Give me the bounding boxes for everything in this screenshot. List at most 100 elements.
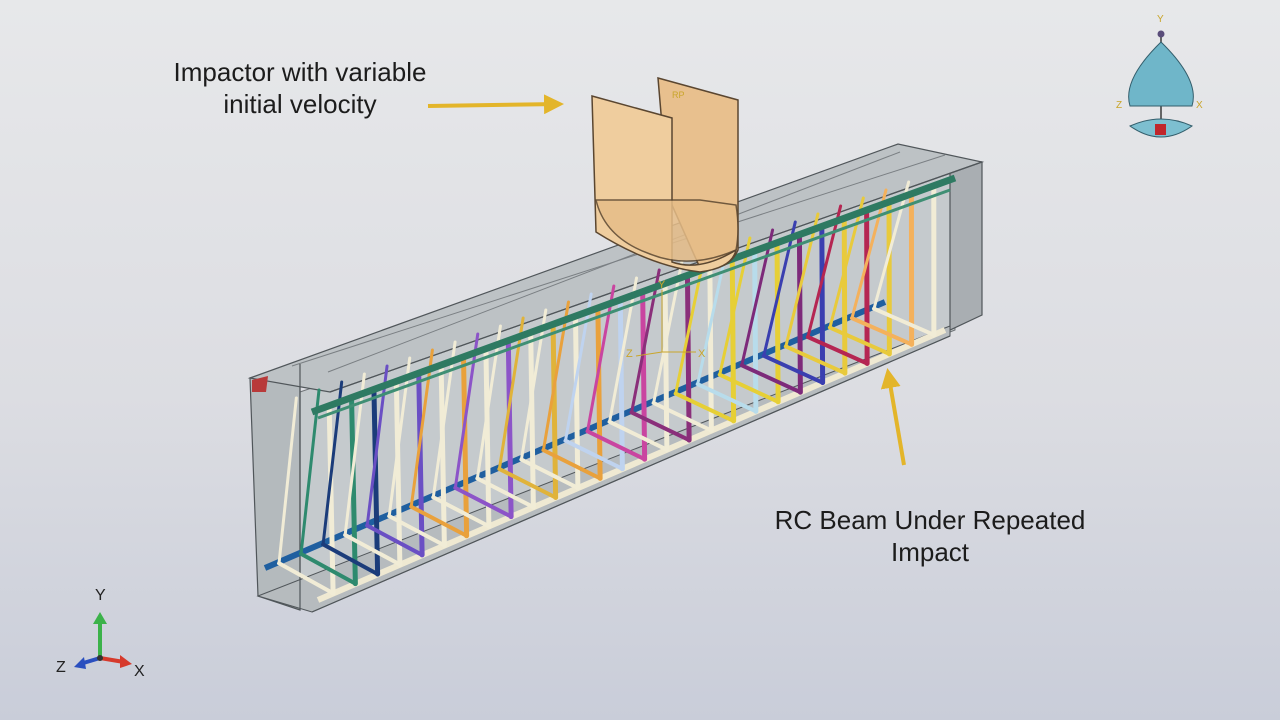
beam-left-end[interactable]	[249, 363, 301, 611]
stirrup[interactable]	[673, 252, 737, 424]
stirrup-leg	[607, 419, 669, 452]
stirrup-leg	[541, 448, 603, 481]
stirrup-leg	[299, 551, 358, 586]
stirrup[interactable]	[431, 340, 492, 529]
beam-arrow	[880, 368, 906, 466]
stirrup-leg	[497, 467, 558, 500]
stirrup-leg	[630, 268, 661, 414]
triad-x-label: X	[134, 663, 145, 680]
stirrup[interactable]	[761, 220, 826, 386]
stirrup[interactable]	[607, 276, 670, 453]
stirrup-leg	[475, 476, 536, 510]
stirrup[interactable]	[849, 188, 915, 347]
stirrup[interactable]	[629, 268, 692, 443]
view-cube-top[interactable]	[1128, 41, 1194, 107]
stirrup[interactable]	[717, 236, 781, 405]
stirrup-group[interactable]	[277, 180, 937, 596]
rc-beam[interactable]	[247, 143, 985, 613]
local-axis-z-label: Z	[626, 348, 633, 360]
stirrup[interactable]	[783, 212, 848, 376]
stirrup[interactable]	[651, 260, 714, 433]
stirrup-leg	[416, 372, 425, 558]
stirrup[interactable]	[453, 332, 514, 520]
stirrup-leg	[343, 533, 402, 567]
stirrup[interactable]	[585, 284, 648, 462]
stirrup-leg	[806, 204, 843, 339]
stirrup-leg	[828, 196, 865, 330]
stirrup[interactable]	[387, 356, 447, 548]
stirrup[interactable]	[277, 396, 336, 596]
stirrup-leg	[819, 226, 826, 386]
beam-annotation: RC Beam Under Repeated Impact	[740, 504, 1120, 568]
stirrup-leg	[684, 275, 692, 443]
stirrup-leg	[850, 188, 888, 320]
stirrup[interactable]	[871, 180, 937, 338]
beam-right-end[interactable]	[949, 159, 983, 331]
beam-left-marker	[252, 376, 268, 392]
stirrup-leg	[849, 316, 914, 347]
stirrup[interactable]	[827, 196, 892, 357]
view-cube-right-label: X	[1196, 100, 1203, 111]
stirrup-leg	[651, 401, 714, 433]
stirrup-leg	[461, 356, 470, 539]
stirrup-leg	[673, 391, 736, 423]
stirrup[interactable]	[563, 292, 625, 472]
impactor[interactable]: RP	[591, 76, 739, 273]
stirrup-leg	[629, 410, 692, 443]
stirrup-leg	[871, 306, 936, 337]
beam-annotation-line1: RC Beam Under Repeated	[774, 505, 1086, 535]
view-cube[interactable]: Y Z X	[1116, 14, 1203, 138]
stirrup[interactable]	[695, 244, 759, 414]
local-coordinate-axes: Y X Z	[626, 279, 706, 360]
stirrup[interactable]	[541, 300, 603, 481]
stirrup-leg	[349, 397, 358, 587]
global-triad: Y Z X	[56, 587, 145, 680]
stirrup-leg	[784, 212, 820, 348]
stirrup-leg	[563, 438, 625, 471]
rp-label: RP	[672, 90, 685, 100]
stirrup[interactable]	[409, 348, 470, 539]
stirrup-leg	[617, 299, 625, 472]
stirrup-leg	[608, 276, 639, 424]
stirrup-leg	[752, 250, 759, 414]
stirrup-leg	[662, 283, 670, 453]
stirrup-leg	[326, 405, 336, 596]
stirrup-leg	[586, 284, 616, 433]
stirrup-leg	[431, 340, 457, 499]
view-cube-center	[1155, 124, 1166, 135]
stirrup-leg	[783, 344, 847, 376]
stirrup-leg	[483, 348, 492, 529]
stirrup-leg	[387, 514, 447, 548]
local-axis-y-label: Y	[658, 279, 666, 291]
top-rebar-green-2[interactable]	[317, 188, 951, 420]
stirrup[interactable]	[475, 324, 536, 510]
stirrup-leg	[299, 388, 321, 556]
stirrup-leg	[652, 260, 684, 405]
stirrup[interactable]	[365, 364, 425, 558]
stirrup-leg	[277, 561, 336, 596]
stirrup[interactable]	[519, 308, 581, 491]
stirrup[interactable]	[497, 316, 559, 500]
stirrup-leg	[365, 364, 389, 528]
stirrup-leg	[674, 252, 707, 396]
stirrup-leg	[365, 523, 425, 557]
stirrup-leg	[387, 356, 412, 518]
stirrup-leg	[640, 291, 648, 462]
top-rebar-green-1[interactable]	[310, 174, 957, 416]
impactor-annotation: Impactor with variable initial velocity	[150, 56, 450, 120]
stirrup-leg	[371, 389, 381, 577]
stirrup[interactable]	[805, 204, 870, 366]
impactor-curved-tip[interactable]	[595, 199, 739, 262]
stirrup-leg	[573, 315, 581, 491]
stirrup[interactable]	[739, 228, 803, 395]
stirrup-leg	[774, 242, 781, 405]
stirrup-leg	[453, 332, 480, 490]
stirrup[interactable]	[299, 388, 358, 587]
stirrup-leg	[761, 353, 825, 385]
stirrup-leg	[528, 332, 536, 510]
stirrup-leg	[541, 300, 570, 452]
local-axis-x-label: X	[698, 348, 706, 360]
stirrup-leg	[718, 236, 752, 377]
